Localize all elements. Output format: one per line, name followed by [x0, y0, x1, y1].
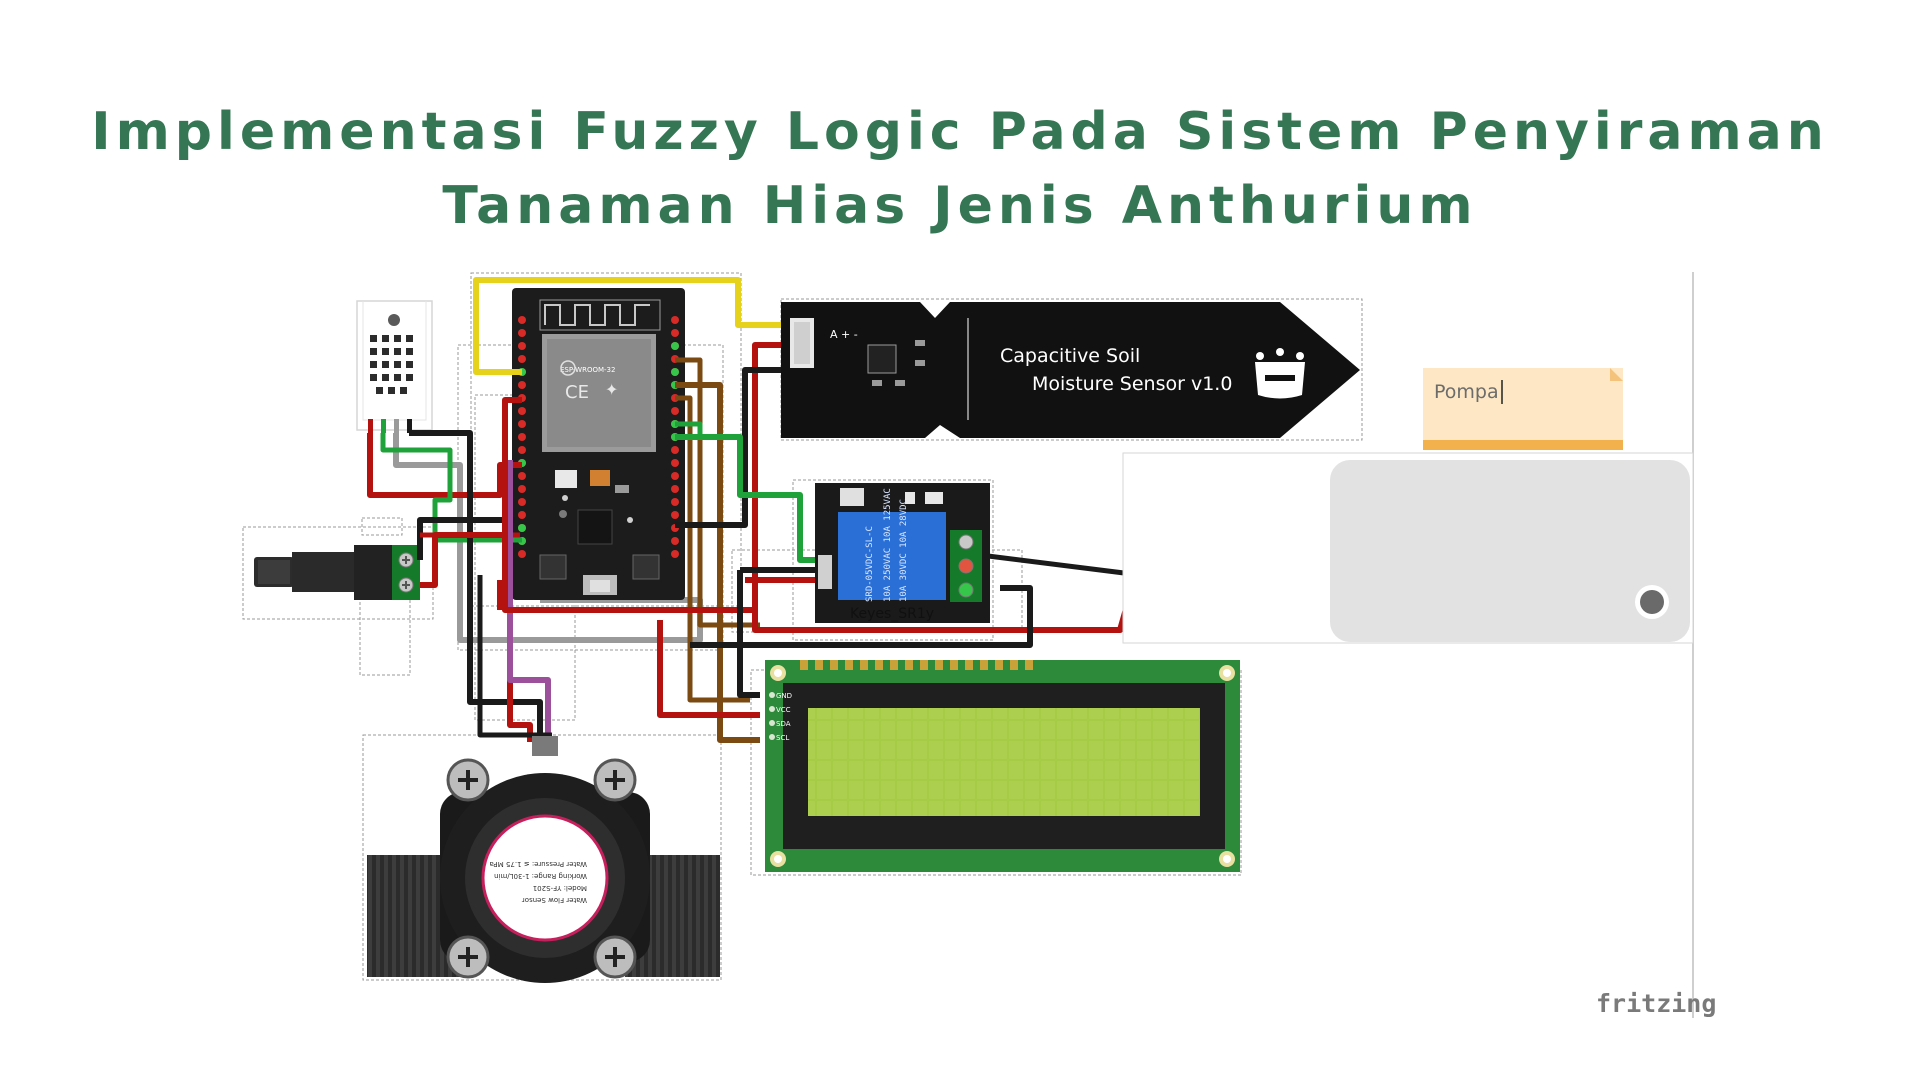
- dht22-sensor: [356, 300, 433, 433]
- lcd-16x2: GND VCC SDA SCL: [765, 660, 1240, 872]
- dfrobot-logo-icon: [1255, 348, 1305, 399]
- flow-sensor-text-4: Water Pressure: ≤ 1.75 MPa: [489, 860, 587, 868]
- relay-module: SRD-05VDC-SL-C 10A 250VAC 10A 125VAC 10A…: [815, 483, 990, 623]
- fritzing-watermark: fritzing: [1596, 989, 1716, 1018]
- pump-note: Pompa: [1423, 368, 1623, 450]
- pump-note-text: Pompa: [1434, 381, 1499, 403]
- flow-sensor-text-1: Water Flow Sensor: [522, 896, 587, 904]
- lcd-pin-scl: SCL: [776, 734, 789, 742]
- svg-text:✦: ✦: [605, 380, 618, 399]
- soil-moisture-sensor: A + - Capacitive Soil Moisture Sensor v1…: [781, 302, 1360, 438]
- soil-sensor-pins: A + -: [830, 328, 858, 341]
- esp32-board: ESP-WROOM-32 CE ✦: [512, 288, 685, 600]
- wires: [367, 277, 1337, 743]
- screw-icon: [446, 758, 637, 979]
- svg-text:CE: CE: [565, 382, 589, 403]
- flow-sensor-text-2: Model: YF-S201: [533, 884, 587, 892]
- water-flow-sensor: Water Flow Sensor Model: YF-S201 Working…: [367, 736, 720, 983]
- lcd-pin-gnd: GND: [776, 692, 792, 700]
- title-line-1: Implementasi Fuzzy Logic Pada Sistem Pen…: [91, 102, 1829, 162]
- lcd-pin-vcc: VCC: [776, 706, 791, 714]
- dc-barrel-jack: [254, 545, 420, 600]
- flow-sensor-text-3: Working Range: 1-30L/min: [494, 872, 587, 880]
- soil-sensor-label-1: Capacitive Soil: [1000, 345, 1140, 367]
- relay-spec-2: 10A 250VAC 10A 125VAC: [883, 488, 893, 602]
- relay-spec-1: SRD-05VDC-SL-C: [865, 526, 875, 602]
- water-pump: [1122, 452, 1694, 644]
- title-line-2: Tanaman Hias Jenis Anthurium: [442, 176, 1478, 236]
- esp32-module-label: ESP-WROOM-32: [560, 366, 615, 374]
- relay-label: Keyes_SR1y: [850, 606, 934, 622]
- lcd-pin-sda: SDA: [776, 720, 791, 728]
- soil-sensor-label-2: Moisture Sensor v1.0: [1032, 373, 1232, 395]
- relay-spec-3: 10A 30VDC 10A 28VDC: [899, 499, 909, 602]
